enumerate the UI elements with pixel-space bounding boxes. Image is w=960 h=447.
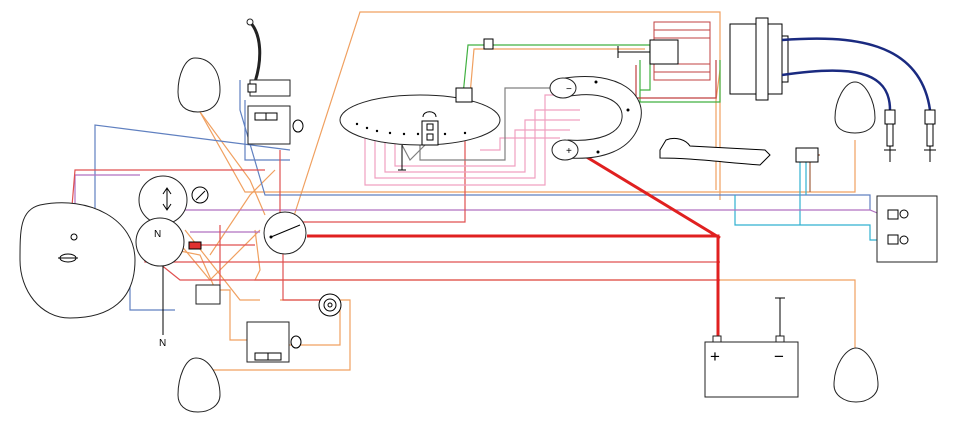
spark-plug-right-icon (924, 109, 936, 162)
wire-cyan-1 (734, 195, 882, 241)
wire-green-2 (639, 60, 721, 103)
rectifier-positive-label: + (566, 146, 572, 157)
wire-pink-3 (384, 119, 580, 173)
neutral-indicator-label: N (154, 229, 161, 240)
indicator-front-left (177, 57, 221, 113)
warning-lamp (188, 241, 202, 250)
wire-red-3 (300, 130, 466, 223)
inline-connector (483, 38, 494, 50)
wire-orange-9 (199, 111, 856, 193)
wire-red-main-rectifier (574, 148, 721, 240)
spark-plug-left-icon (884, 109, 896, 162)
wire-blue-1 (239, 80, 871, 210)
speedometer-gauge (138, 175, 188, 225)
spark-plug-lead-2 (781, 69, 892, 111)
wire-pink-4 (394, 129, 570, 167)
pilot-bulb-icon (70, 233, 78, 241)
wire-red-6 (282, 240, 320, 301)
wire-orange-8 (184, 229, 260, 301)
wire-orange-4 (254, 229, 856, 350)
rectifier-negative-label: − (566, 84, 572, 95)
junction-box (195, 284, 221, 305)
ignition-switch (263, 211, 307, 255)
indicator-rear-left (177, 357, 221, 413)
horn-icon (318, 293, 342, 317)
wire-red-main (307, 234, 720, 340)
stator-plate (339, 94, 501, 171)
wire-darkred-coil (635, 60, 717, 99)
rear-light (876, 195, 938, 263)
lamp-icon (191, 186, 209, 204)
wire-orange-1 (199, 111, 266, 216)
wire-pink-2 (374, 109, 580, 179)
turn-arrow-icon (162, 187, 172, 211)
ht-coil (729, 17, 789, 101)
clutch-lever (659, 137, 819, 166)
indicator-front-right (834, 81, 876, 134)
rectifier (549, 76, 642, 161)
spark-plug-lead-1 (781, 37, 932, 111)
wire-orange-2 (209, 169, 276, 256)
handlebar-switch-upper (246, 18, 304, 145)
wire-gray-2 (401, 139, 431, 161)
headlight-bulb-icon (58, 253, 78, 263)
battery (704, 297, 799, 398)
neutral-wire-label: N (159, 338, 166, 349)
handlebar-switch-lower (246, 321, 302, 363)
wire-orange-coil (469, 48, 645, 96)
wire-orange-top (291, 11, 721, 223)
ignition-coil (617, 21, 711, 81)
indicator-lamp-panel (135, 217, 185, 267)
wire-blue-4 (244, 100, 290, 161)
indicator-rear-right (833, 347, 879, 403)
headlight (19, 202, 136, 319)
wire-red-5 (154, 259, 720, 281)
coil-connector (455, 87, 473, 103)
wire-pink-5 (480, 137, 560, 151)
battery-positive-label: + (710, 347, 720, 366)
battery-negative-label: − (774, 347, 784, 366)
